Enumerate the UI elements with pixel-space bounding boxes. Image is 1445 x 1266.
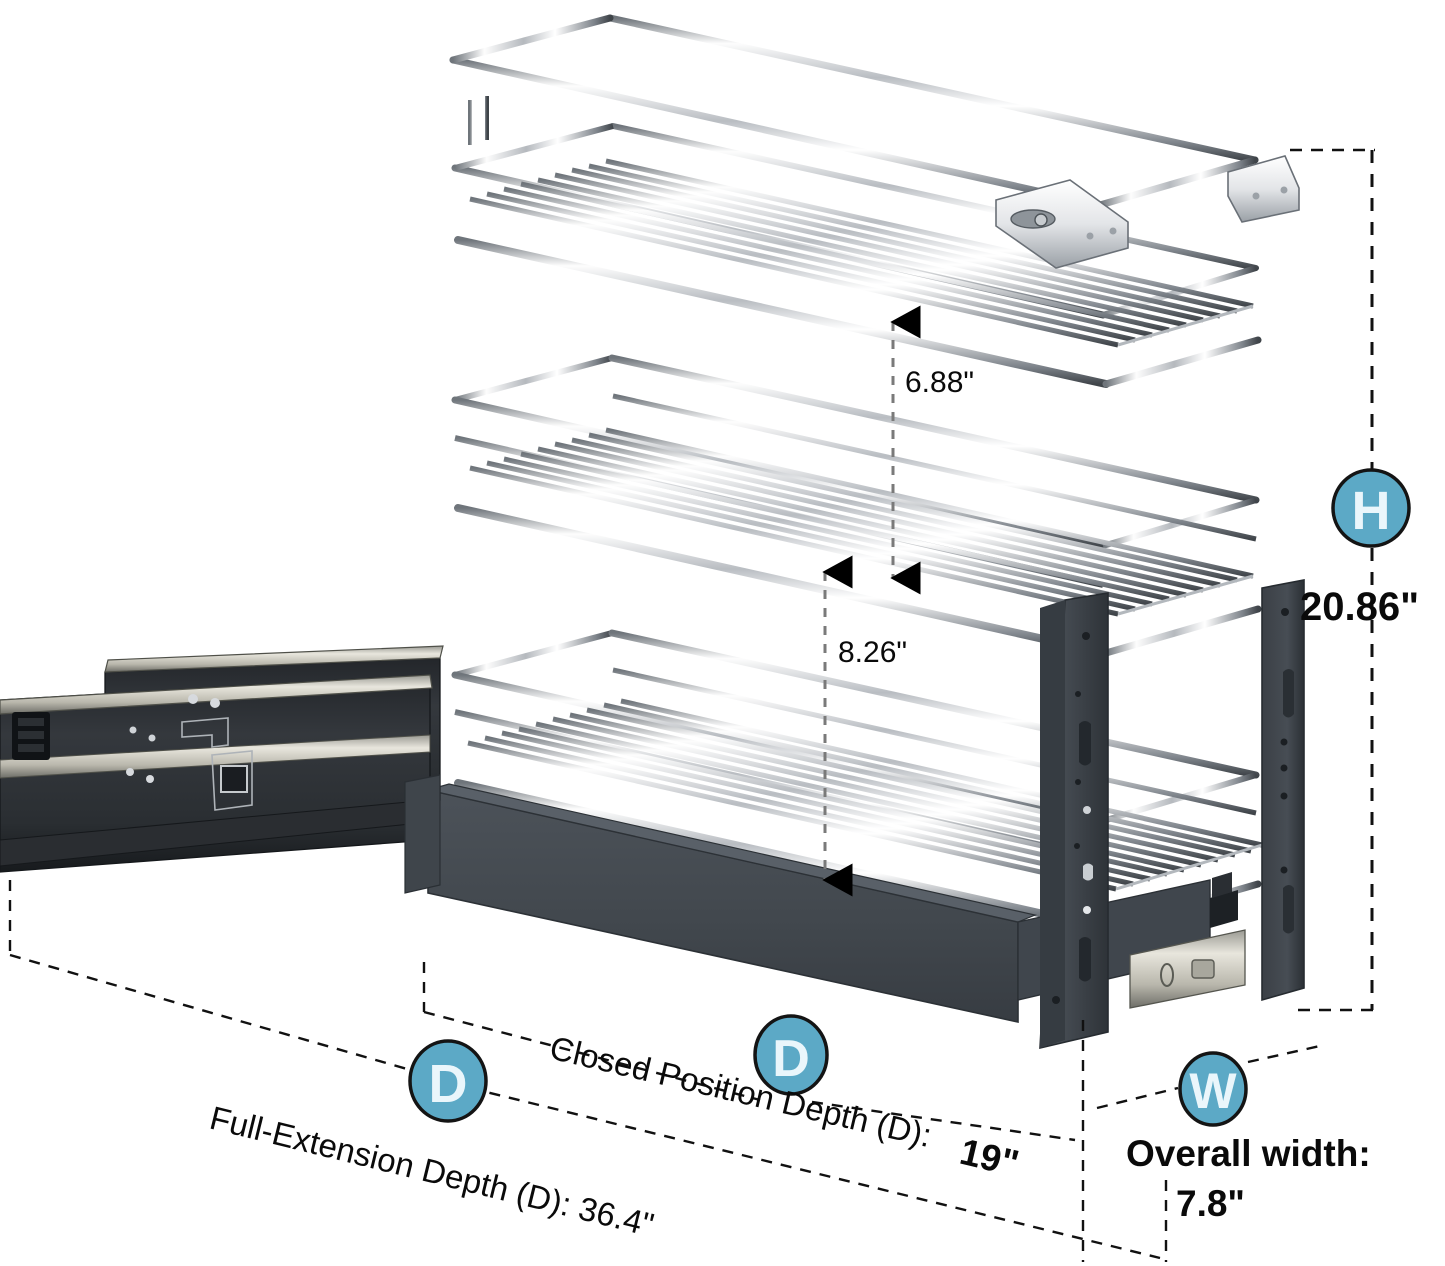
dimension-label-closed-position-depth: Closed Position Depth (D): — [546, 1029, 935, 1154]
dimension-label-full-extension-depth: Full-Extension Depth (D): 36.4" — [206, 1099, 657, 1244]
middle-wire-basket — [451, 354, 1262, 657]
closed-position-depth-badge-letter: D — [772, 1030, 810, 1088]
height-badge-letter: H — [1352, 481, 1391, 541]
rear-slide-tail — [1129, 929, 1246, 1009]
overall-width-badge: W — [1178, 1051, 1248, 1127]
dimension-value-overall-width: 7.8" — [1176, 1183, 1245, 1224]
full-extension-drawer-slide — [0, 645, 444, 894]
mounting-bracket-left — [995, 179, 1129, 269]
mounting-bracket-right — [1227, 155, 1300, 223]
basket-clamp — [1210, 872, 1238, 928]
dimension-shelf-gap-upper: 6.88" — [890, 305, 974, 595]
full-extension-depth-badge: D — [408, 1039, 488, 1123]
dimension-value-closed-position-depth: 19" — [956, 1131, 1023, 1184]
bottom-wire-basket — [451, 629, 1263, 932]
bearing-retainer — [12, 712, 50, 760]
middle-basket-slats — [469, 427, 1254, 617]
full-extension-depth-badge-letter: D — [429, 1054, 468, 1114]
dimension-height: H 20.86" — [1290, 148, 1419, 1012]
top-basket-slats — [469, 158, 1254, 348]
dimension-label-shelf-gap-lower: 8.26" — [838, 636, 907, 669]
dimension-label-shelf-gap-upper: 6.88" — [905, 366, 974, 399]
height-badge: H — [1331, 468, 1411, 548]
overall-width-badge-letter: W — [1189, 1063, 1237, 1119]
dark-side-post-rear — [1261, 579, 1305, 1002]
dimension-label-height: 20.86" — [1300, 585, 1419, 629]
closed-position-depth-badge: D — [753, 1014, 829, 1096]
dimension-overall-width: W Overall width: 7.8" — [1096, 1044, 1371, 1224]
dimension-shelf-gap-lower: 8.26" — [822, 555, 907, 897]
dimension-label-overall-width: Overall width: — [1126, 1133, 1371, 1174]
dark-side-post-front — [1039, 592, 1109, 1050]
dark-front-panel — [427, 783, 1037, 1023]
wire-basket-assembly — [427, 14, 1305, 1050]
